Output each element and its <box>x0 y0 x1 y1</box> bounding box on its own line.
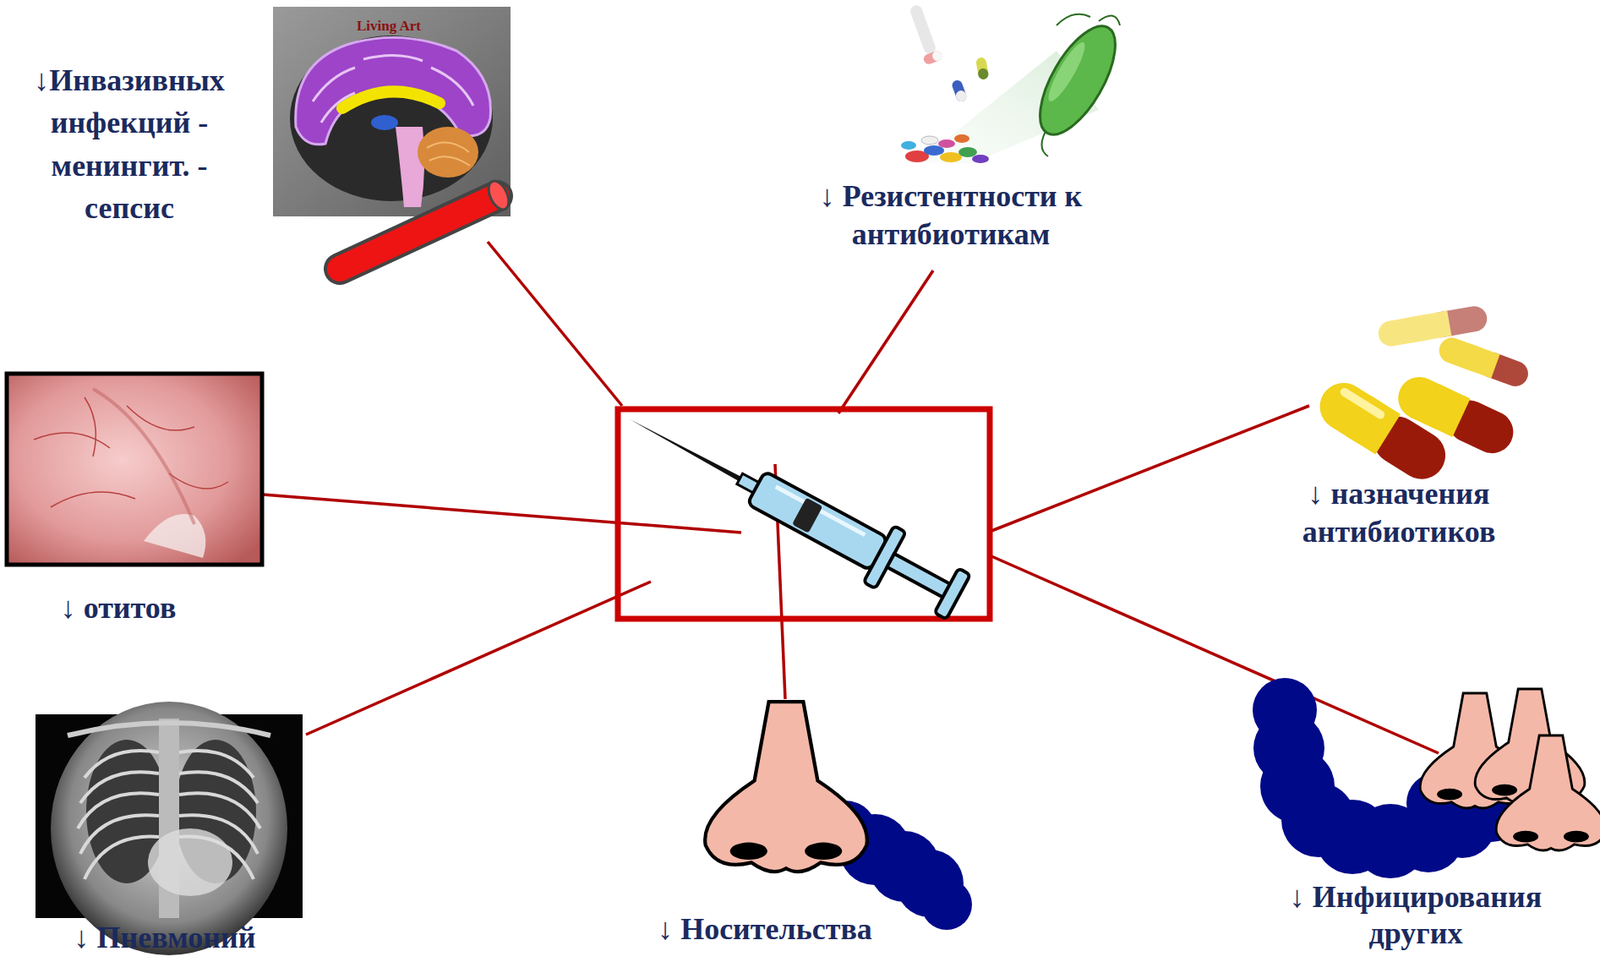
capsules-image <box>1376 304 1489 349</box>
effect-label: ↓ назначения антибиотиков <box>1250 475 1547 552</box>
transmission-image <box>1512 830 1539 843</box>
capsules-image <box>1459 343 1501 379</box>
chest-xray-image <box>35 701 303 956</box>
bacteria-image <box>901 141 917 150</box>
bacteria-image <box>972 154 989 164</box>
brain-image <box>395 126 425 208</box>
syringe-icon <box>628 416 743 482</box>
eardrum-image <box>92 388 195 525</box>
bacteria-image <box>950 78 968 104</box>
nose-carriage-image <box>730 842 768 860</box>
nose-carriage-image <box>804 842 842 860</box>
bacteria-image <box>901 3 1131 164</box>
chest-xray-image <box>179 792 261 829</box>
eardrum-image <box>33 397 229 508</box>
bacteria-image <box>954 88 968 103</box>
transmission-image <box>1496 735 1600 851</box>
bacteria-image <box>901 134 989 164</box>
leader-line <box>991 405 1310 531</box>
capsules-image <box>1405 311 1452 344</box>
effect-label: ↓ Пневмоний <box>25 919 305 956</box>
bacteria-image <box>922 49 944 66</box>
nose-carriage-image <box>704 701 868 872</box>
capsules-image <box>1310 304 1532 488</box>
eardrum-image <box>6 373 263 565</box>
effect-label: ↓ Резистентности к антибиотикам <box>798 177 1104 254</box>
leader-line <box>262 494 742 533</box>
syringe-icon <box>614 391 974 626</box>
eardrum-image <box>6 373 263 565</box>
chest-xray-image <box>84 836 159 880</box>
chest-xray-image <box>80 814 159 854</box>
bacteria-image <box>1025 15 1131 147</box>
brain-image <box>295 37 492 144</box>
capsules-image <box>1338 386 1387 421</box>
chest-xray-image <box>67 722 271 736</box>
brain-image <box>371 114 399 131</box>
brain-image <box>417 126 479 178</box>
effect-label: ↓ Носительства <box>625 911 905 948</box>
bacteria-image <box>954 134 970 143</box>
syringe-icon <box>886 553 951 598</box>
leader-line <box>487 241 623 406</box>
brain-image <box>289 35 493 202</box>
bacteria-image <box>975 56 989 81</box>
bacteria-image <box>950 78 968 104</box>
leader-line <box>991 556 1439 754</box>
watermark: Living Art <box>329 18 448 35</box>
capsules-image <box>1310 373 1455 488</box>
nose-carriage-image <box>704 701 973 930</box>
chest-xray-image <box>147 828 233 896</box>
transmission-image <box>1563 830 1590 843</box>
chest-xray-image <box>77 792 159 829</box>
syringe-icon <box>933 567 971 619</box>
chest-xray-image <box>80 771 159 803</box>
brain-image <box>273 6 511 217</box>
capsules-image <box>1435 333 1532 390</box>
transmission-image <box>1491 784 1518 797</box>
capsules-image <box>1421 384 1470 437</box>
bacteria-image <box>908 3 938 55</box>
bacteria-image <box>938 139 956 148</box>
capsules-image <box>1346 396 1401 455</box>
leader-line <box>838 270 934 414</box>
effect-label: ↓ Инфицирования других <box>1259 879 1573 952</box>
nose-carriage-image <box>704 701 868 872</box>
bacteria-image <box>921 136 939 145</box>
bacteria-image <box>1043 38 1091 105</box>
transmission-image <box>1436 788 1463 801</box>
transmission-image <box>1496 735 1600 851</box>
effect-label: ↓Инвазивных инфекций - менингит. - сепси… <box>15 59 244 230</box>
leader-line <box>262 241 1439 754</box>
vaccine-frame <box>617 409 990 619</box>
syringe-icon <box>747 471 888 571</box>
eardrum-image <box>143 513 206 558</box>
bacteria-image <box>939 152 962 163</box>
chest-xray-image <box>179 771 258 803</box>
blood-vessel-icon <box>339 196 497 269</box>
brain-image <box>273 6 511 217</box>
bacteria-image <box>975 56 989 81</box>
nose-carriage-image <box>921 879 973 930</box>
bacteria-image <box>908 3 938 55</box>
blood-vessel-icon <box>339 196 497 269</box>
bacteria-image <box>922 49 944 66</box>
leader-line <box>305 581 651 735</box>
syringe-icon <box>775 486 866 536</box>
transmission-image <box>1252 677 1600 879</box>
blood-vessel-icon <box>484 177 513 213</box>
syringe-icon <box>791 497 823 534</box>
brain-image <box>342 91 440 109</box>
bacteria-image <box>930 49 943 63</box>
bacteria-image <box>977 67 989 81</box>
bacteria-image <box>923 145 945 156</box>
blood-vessel-icon <box>339 177 514 269</box>
brain-image <box>312 54 474 123</box>
effect-label: ↓ отитов <box>12 589 224 627</box>
bacteria-image <box>958 147 978 158</box>
chest-xray-image <box>50 701 288 956</box>
brain-image <box>426 142 470 166</box>
